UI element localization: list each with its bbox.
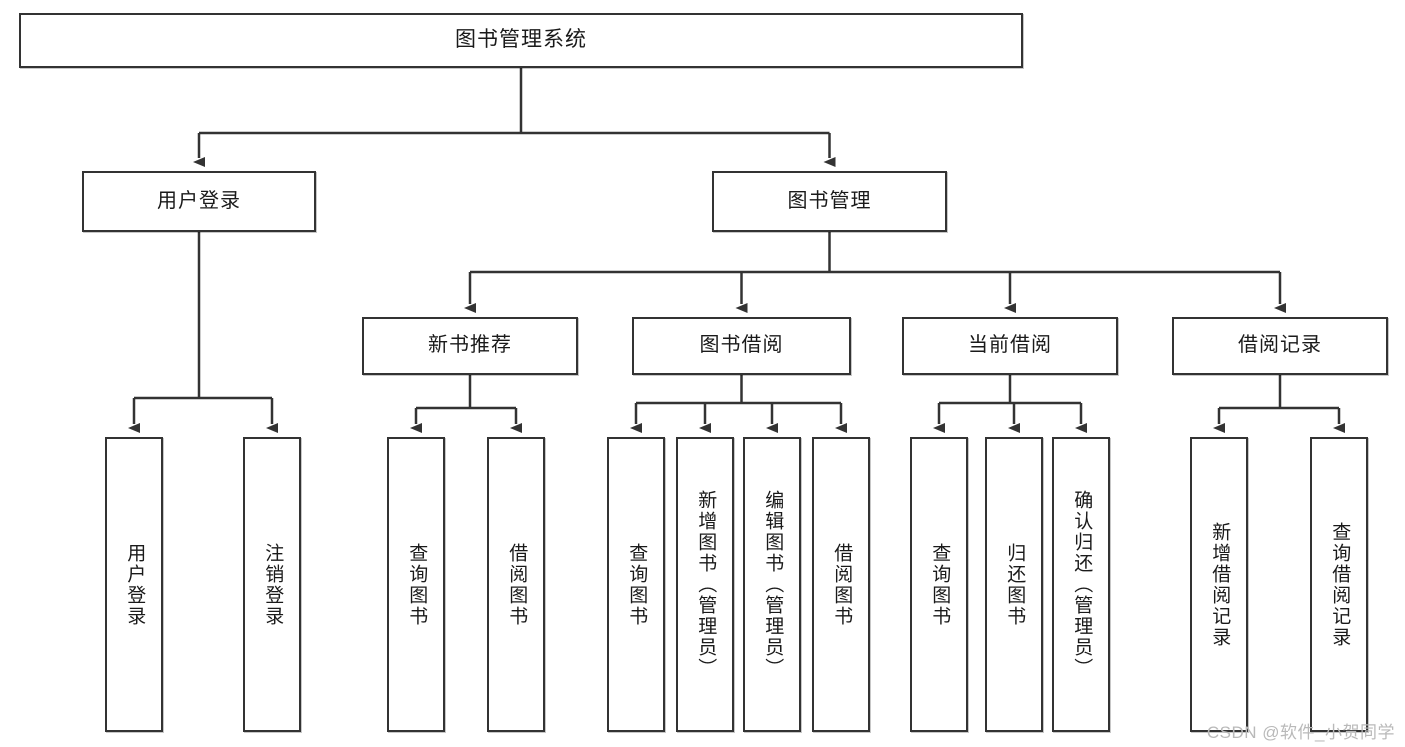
node-leaf-return-c[interactable]: 归还图书	[985, 437, 1043, 732]
node-label: 借阅记录	[1238, 334, 1322, 357]
node-leaf-borrow-b[interactable]: 借阅图书	[812, 437, 870, 732]
node-leaf-borrow-new[interactable]: 借阅图书	[487, 437, 545, 732]
node-newbook[interactable]: 新书推荐	[362, 317, 578, 375]
node-label: 新书推荐	[428, 334, 512, 357]
node-label: 图书借阅	[699, 334, 784, 357]
node-label: 用户登录	[157, 189, 241, 212]
node-label: 归还图书	[1004, 542, 1026, 627]
node-label: 当前借阅	[968, 334, 1052, 357]
node-leaf-logout[interactable]: 注销登录	[243, 437, 301, 732]
node-label: 查询图书	[626, 542, 648, 627]
node-label: 借阅图书	[831, 542, 853, 627]
node-label: 查询借阅记录	[1329, 521, 1351, 648]
node-label: 新增借阅记录	[1209, 521, 1231, 648]
node-leaf-query-new[interactable]: 查询图书	[387, 437, 445, 732]
node-records[interactable]: 借阅记录	[1172, 317, 1388, 375]
node-label: 查询图书	[929, 542, 951, 627]
node-leaf-add-r[interactable]: 新增借阅记录	[1190, 437, 1248, 732]
watermark: CSDN @软件_小贺同学	[1206, 723, 1395, 742]
node-leaf-query-c[interactable]: 查询图书	[910, 437, 968, 732]
node-label: 借阅图书	[506, 542, 528, 627]
node-label: 图书管理系统	[455, 28, 587, 52]
node-login[interactable]: 用户登录	[82, 171, 316, 232]
node-root[interactable]: 图书管理系统	[19, 13, 1023, 68]
node-leaf-edit-b[interactable]: 编辑图书（管理员）	[743, 437, 801, 732]
node-label: 注销登录	[262, 542, 284, 627]
node-leaf-query-b[interactable]: 查询图书	[607, 437, 665, 732]
node-label: 查询图书	[406, 542, 428, 627]
node-leaf-confirm-c[interactable]: 确认归还（管理员）	[1052, 437, 1110, 732]
node-label: 用户登录	[124, 542, 146, 627]
node-label: 编辑图书（管理员）	[762, 490, 784, 679]
node-borrow[interactable]: 图书借阅	[632, 317, 851, 375]
node-leaf-query-r[interactable]: 查询借阅记录	[1310, 437, 1368, 732]
node-bookmgmt[interactable]: 图书管理	[712, 171, 947, 232]
node-label: 新增图书（管理员）	[695, 490, 717, 679]
node-current[interactable]: 当前借阅	[902, 317, 1118, 375]
node-leaf-add-b[interactable]: 新增图书（管理员）	[676, 437, 734, 732]
node-leaf-login[interactable]: 用户登录	[105, 437, 163, 732]
node-label: 图书管理	[787, 189, 872, 212]
node-label: 确认归还（管理员）	[1071, 490, 1093, 679]
